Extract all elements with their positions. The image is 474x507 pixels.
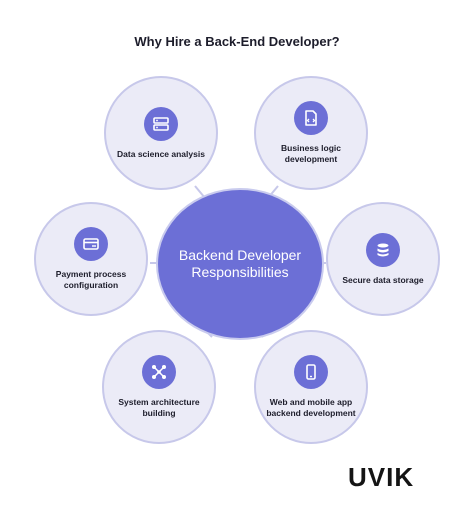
mobile-icon (294, 355, 328, 389)
node-system-architecture: System architecture building (102, 330, 216, 444)
node-web-mobile: Web and mobile app backend development (254, 330, 368, 444)
diagram-title: Why Hire a Back-End Developer? (134, 34, 340, 49)
network-icon (142, 355, 176, 389)
node-label: Business logic development (281, 143, 341, 164)
server-icon (144, 106, 178, 141)
node-label: System architecture building (118, 397, 200, 418)
node-data-science: Data science analysis (104, 76, 218, 190)
center-circle: Backend Developer Responsibilities (158, 190, 322, 338)
node-label: Payment process configuration (55, 269, 127, 290)
node-payment: Payment process configuration (34, 202, 148, 316)
uvik-logo: UVIK (348, 462, 415, 492)
node-business-logic: Business logic development (254, 76, 368, 190)
database-icon (366, 232, 400, 267)
node-label: Web and mobile app backend development (266, 397, 356, 418)
card-icon (74, 227, 108, 261)
node-secure-storage: Secure data storage (326, 202, 440, 316)
node-label: Data science analysis (117, 148, 205, 159)
center-label: Backend Developer Responsibilities (178, 247, 302, 280)
document-code-icon (294, 101, 328, 135)
node-label: Secure data storage (342, 274, 424, 285)
